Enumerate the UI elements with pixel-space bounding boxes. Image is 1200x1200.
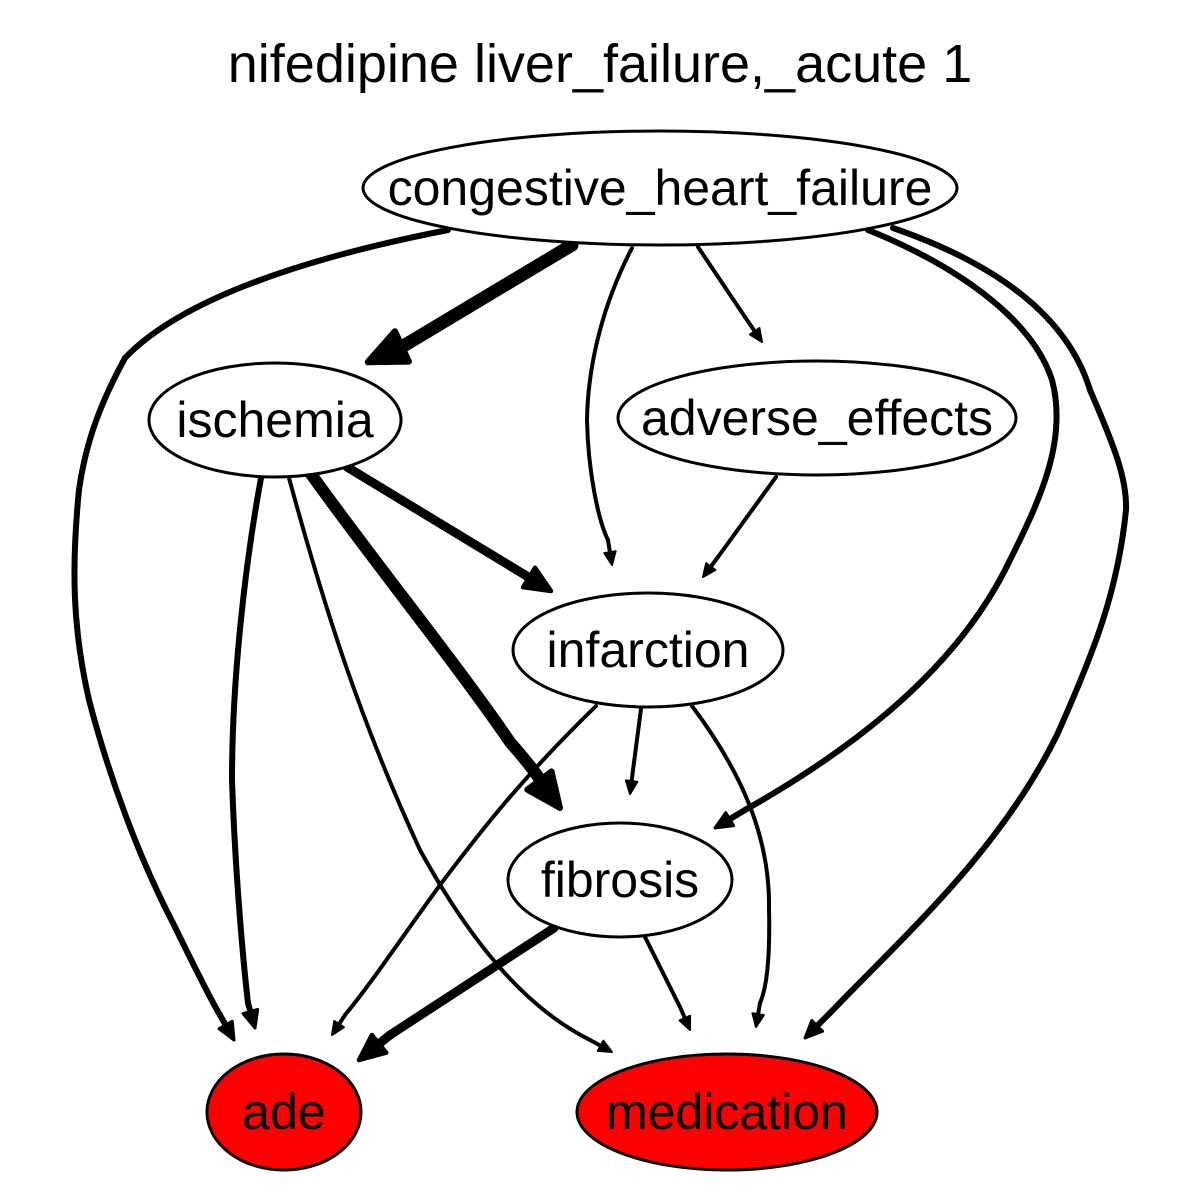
node-ischemia: ischemia bbox=[147, 361, 403, 479]
edge-line bbox=[742, 227, 1060, 813]
node-label: infarction bbox=[547, 622, 750, 678]
arrowhead-icon bbox=[748, 327, 763, 343]
edge-connector bbox=[727, 807, 748, 822]
edge-connector bbox=[539, 782, 559, 804]
edge-connector bbox=[756, 1001, 762, 1017]
edges-layer bbox=[71, 225, 1130, 1063]
edge-connector bbox=[336, 1013, 347, 1027]
edge-connector bbox=[708, 555, 720, 569]
edge-infarction-to-ade bbox=[331, 704, 598, 1036]
node-label: congestive_heart_failure bbox=[388, 160, 933, 216]
node-ellipse bbox=[205, 1052, 363, 1172]
node-ellipse bbox=[506, 821, 734, 939]
edge-line bbox=[342, 462, 530, 580]
node-congestive_heart_failure: congestive_heart_failure bbox=[361, 129, 959, 247]
node-adverse_effects: adverse_effects bbox=[616, 359, 1018, 477]
edge-connector bbox=[245, 1000, 255, 1019]
edge-connector bbox=[743, 315, 756, 332]
edge-line bbox=[343, 704, 598, 1017]
node-fibrosis: fibrosis bbox=[506, 821, 734, 939]
edge-connector bbox=[814, 1010, 833, 1029]
edge-infarction-to-medication bbox=[690, 704, 772, 1028]
node-label: fibrosis bbox=[541, 852, 699, 908]
node-infarction: infarction bbox=[511, 591, 785, 709]
edge-congestive_heart_failure-to-medication bbox=[713, 227, 1060, 830]
edge-connector bbox=[370, 1030, 395, 1052]
edge-adverse_effects-to-infarction bbox=[702, 475, 778, 578]
edge-line bbox=[827, 225, 1130, 1016]
edge-infarction-to-fibrosis bbox=[624, 707, 643, 795]
node-ellipse bbox=[575, 1052, 879, 1172]
edge-line bbox=[643, 935, 682, 1009]
graph-title: nifedipine liver_failure,_acute 1 bbox=[228, 34, 972, 94]
edge-connector bbox=[678, 1005, 687, 1021]
node-ellipse bbox=[511, 591, 785, 709]
node-ellipse bbox=[147, 361, 403, 479]
edge-connector bbox=[217, 1012, 230, 1031]
edge-ischemia-to-ade bbox=[229, 475, 264, 1030]
edge-congestive_heart_failure-to-medication bbox=[803, 225, 1130, 1040]
edge-line bbox=[398, 238, 579, 352]
edge-connector bbox=[629, 768, 635, 784]
edge-line bbox=[696, 245, 747, 319]
node-medication: medication bbox=[575, 1052, 879, 1172]
nodes-layer: congestive_heart_failure ischemia adverse_… bbox=[147, 129, 1018, 1172]
edge-fibrosis-to-ade bbox=[356, 923, 559, 1063]
edge-connector bbox=[606, 538, 612, 555]
edge-connector bbox=[380, 338, 412, 360]
edge-congestive_heart_failure-to-ade bbox=[71, 227, 451, 1042]
edge-line bbox=[71, 227, 451, 1018]
edge-line bbox=[585, 246, 634, 542]
edge-line bbox=[690, 704, 772, 1005]
node-label: adverse_effects bbox=[641, 390, 993, 446]
node-label: ischemia bbox=[176, 392, 373, 448]
edge-line bbox=[631, 707, 643, 772]
edge-congestive_heart_failure-to-ischemia bbox=[364, 238, 579, 366]
node-ellipse bbox=[616, 359, 1018, 477]
node-ellipse bbox=[361, 129, 959, 247]
node-label: medication bbox=[606, 1084, 848, 1140]
edge-ischemia-to-medication bbox=[287, 476, 613, 1053]
edge-connector bbox=[588, 1038, 603, 1048]
edge-connector bbox=[520, 570, 543, 588]
edge-line bbox=[385, 923, 559, 1040]
edge-fibrosis-to-medication bbox=[643, 935, 692, 1031]
edge-congestive_heart_failure-to-infarction bbox=[585, 246, 634, 566]
edge-line bbox=[716, 475, 778, 559]
node-ade: ade bbox=[205, 1052, 363, 1172]
edge-congestive_heart_failure-to-adverse_effects bbox=[696, 245, 763, 343]
edge-ischemia-to-infarction bbox=[342, 462, 554, 594]
edge-line bbox=[287, 476, 592, 1042]
edge-line bbox=[229, 475, 264, 1006]
node-label: ade bbox=[242, 1084, 325, 1140]
